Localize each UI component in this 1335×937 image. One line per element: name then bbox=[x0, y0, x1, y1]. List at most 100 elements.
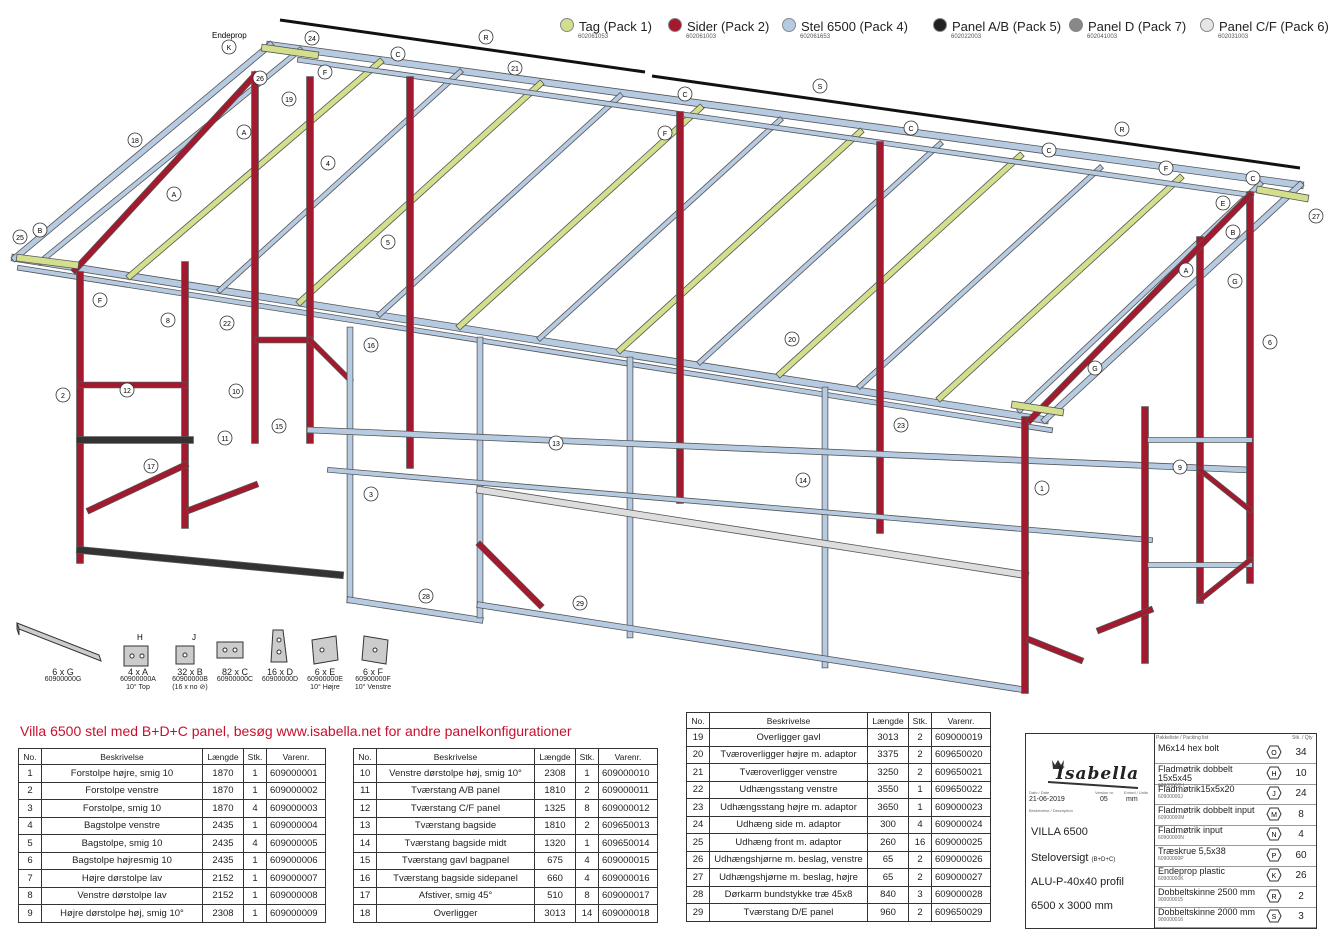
part-code: 60900000E bbox=[307, 676, 343, 683]
part-callout bbox=[1087, 360, 1103, 376]
bom-length: 65 bbox=[867, 850, 909, 869]
bom-length: 660 bbox=[534, 869, 576, 888]
part-callout-text: 13 bbox=[552, 441, 560, 448]
bom-no: 3 bbox=[18, 799, 42, 818]
hardware-desc-text: Fladmøtrik dobbelt input bbox=[1158, 804, 1255, 815]
part-callout bbox=[252, 70, 268, 86]
hardware-desc-text: Endeprop plastic bbox=[1158, 866, 1226, 876]
bom-item-number: 609650020 bbox=[931, 745, 991, 764]
bom-item-number: 609000006 bbox=[266, 851, 326, 870]
bom-qty: 1 bbox=[908, 780, 932, 799]
part-callout-text: 10 bbox=[232, 389, 240, 396]
part-callout bbox=[304, 30, 320, 46]
legend-code: 602041003 bbox=[1087, 34, 1118, 40]
col-no: No. bbox=[686, 712, 710, 729]
col-desc: Beskrivelse bbox=[709, 712, 868, 729]
roof-rafter bbox=[776, 152, 1024, 378]
bom-desc: Dørkarm bundstykke træ 45x8 bbox=[709, 885, 868, 904]
legend-code: 602061003 bbox=[686, 34, 717, 40]
bom-qty: 2 bbox=[908, 728, 932, 747]
hardware-code: 60900000P bbox=[1158, 855, 1184, 862]
legend: Tag (Pack 1)602061053 Sider (Pack 2)6020… bbox=[560, 18, 1330, 52]
bom-desc: Tværoverligger venstre bbox=[709, 763, 868, 782]
bom-length: 260 bbox=[867, 833, 909, 852]
part-note: 10° Højre bbox=[310, 684, 340, 691]
hardware-desc-text: Fladmøtrik15x5x20 bbox=[1158, 784, 1235, 794]
part-callout-text: 4 bbox=[326, 161, 330, 168]
part-callout bbox=[784, 331, 800, 347]
bom-desc: Overligger gavl bbox=[709, 728, 868, 747]
hex-symbol-letter: M bbox=[1271, 812, 1277, 819]
part-callout bbox=[32, 222, 48, 238]
part-callout bbox=[548, 435, 564, 451]
col-len: Længde bbox=[202, 748, 244, 765]
legend-item-tag: Tag (Pack 1)602061053 bbox=[560, 18, 652, 41]
bom-desc: Venstre dørstolpe høj, smig 10° bbox=[376, 764, 535, 783]
hardware-list: Pakkeliste / Packing list Stk. / Qty M6x… bbox=[1155, 734, 1316, 928]
part-code: 60900000B bbox=[172, 676, 208, 683]
bom-item-number: 609650021 bbox=[931, 763, 991, 782]
title-block-info: Isabella Dato / Date Version nr. Enhed /… bbox=[1026, 734, 1155, 928]
bom-qty: 1 bbox=[243, 886, 267, 905]
bom-no: 17 bbox=[353, 886, 377, 905]
part-callout-text: C bbox=[908, 126, 913, 133]
roof-rafter bbox=[217, 69, 463, 293]
bom-length: 510 bbox=[534, 886, 576, 905]
col-num: Varenr. bbox=[931, 712, 991, 729]
hardware-qty: 2 bbox=[1298, 890, 1304, 902]
legend-item-panel-cf: Panel C/F (Pack 6)602031003 bbox=[1200, 18, 1329, 41]
bom-item-number: 609000028 bbox=[931, 885, 991, 904]
roof-rafter bbox=[296, 80, 544, 306]
hex-symbol-icon: J bbox=[1266, 786, 1282, 800]
hex-symbol-letter: O bbox=[1271, 750, 1277, 757]
part-callout-text: 19 bbox=[285, 97, 293, 104]
panel-cf-rail bbox=[476, 486, 1029, 579]
hex-symbol-icon: H bbox=[1266, 766, 1282, 779]
bom-qty: 4 bbox=[575, 869, 599, 888]
part-callout bbox=[166, 186, 182, 202]
hardware-code: 60900000M bbox=[1158, 814, 1185, 821]
part-callout-text: G bbox=[1092, 366, 1097, 373]
right-brace bbox=[1197, 557, 1253, 603]
right-gable-top bbox=[1026, 191, 1254, 424]
bom-no: 5 bbox=[18, 834, 42, 853]
legend-label: Panel C/F (Pack 6) bbox=[1219, 19, 1329, 34]
front-eave-beam bbox=[11, 254, 1049, 424]
part-callout bbox=[1225, 224, 1241, 240]
bom-qty: 8 bbox=[575, 886, 599, 905]
isabella-logo bbox=[1047, 760, 1139, 789]
part-callout bbox=[119, 382, 135, 398]
bom-desc: Tværstang D/E panel bbox=[709, 903, 868, 922]
hardware-qty: 34 bbox=[1295, 747, 1307, 758]
col-num: Varenr. bbox=[266, 748, 326, 765]
part-callout-text: 18 bbox=[131, 138, 139, 145]
bom-qty: 4 bbox=[243, 834, 267, 853]
bom-length: 2435 bbox=[202, 816, 244, 835]
overhang-corner bbox=[1256, 186, 1309, 202]
left-gable-rafter bbox=[11, 41, 274, 262]
bom-desc: Tværstang bagside sidepanel bbox=[376, 869, 535, 888]
bom-no: 29 bbox=[686, 903, 710, 922]
legend-swatch bbox=[668, 18, 682, 32]
subtitle-text: Steloversigt bbox=[1031, 852, 1089, 864]
part-callout-text: S bbox=[818, 84, 823, 91]
legend-swatch bbox=[782, 18, 796, 32]
part-callout bbox=[1215, 195, 1231, 211]
bom-length: 840 bbox=[867, 885, 909, 904]
part-callout bbox=[1158, 160, 1174, 176]
bom-qty: 2 bbox=[908, 745, 932, 764]
side-brace bbox=[186, 481, 259, 514]
hardware-desc-text: Fladmøtrik dobbelt 15x5x45 bbox=[1158, 763, 1233, 783]
part-callout bbox=[657, 125, 673, 141]
part-qty: 16 x D bbox=[266, 667, 293, 677]
bom-no: 6 bbox=[18, 851, 42, 870]
